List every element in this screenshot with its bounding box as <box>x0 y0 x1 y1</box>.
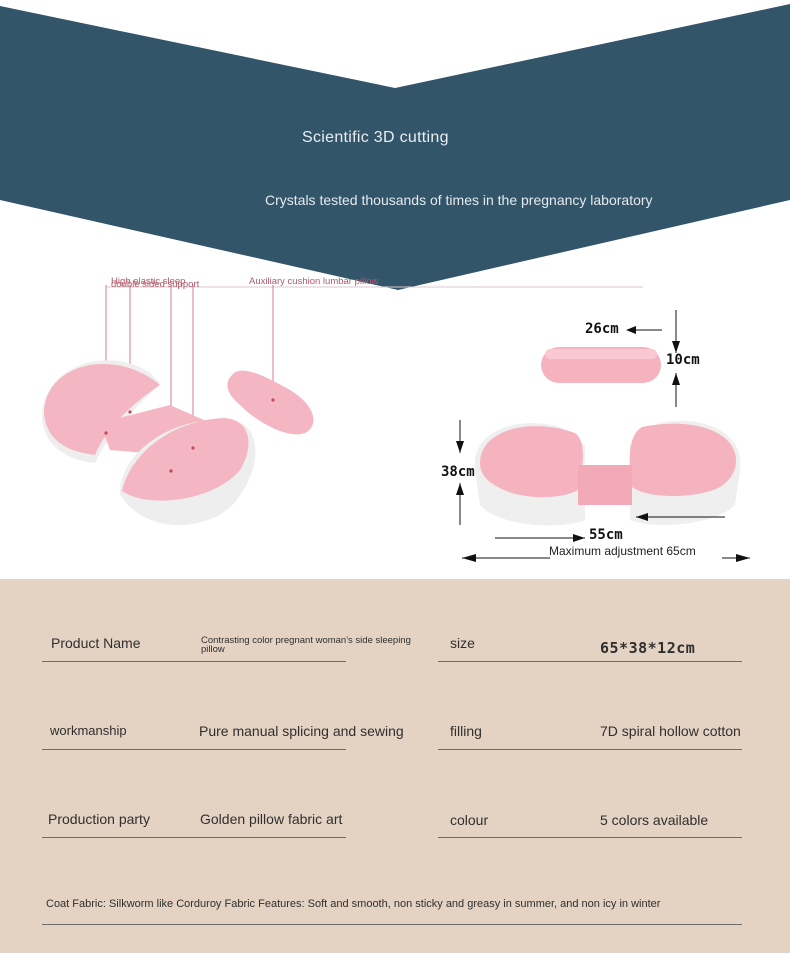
cushion-height-label: 10cm <box>666 352 700 368</box>
hero-subtitle: Crystals tested thousands of times in th… <box>265 192 653 208</box>
spec-table <box>0 579 790 953</box>
product-figure: High elastic sleep double sided support … <box>0 255 790 580</box>
spec-rule <box>438 661 742 662</box>
u-pillow-image <box>474 420 741 526</box>
spec-label-workmanship: workmanship <box>50 723 127 738</box>
hero-title: Scientific 3D cutting <box>302 129 449 146</box>
left-pillow-image <box>41 360 314 526</box>
pillow-height-label: 38cm <box>441 464 475 480</box>
spec-value-colour: 5 colors available <box>600 812 709 828</box>
callout-high-elastic-sleep: High elastic sleep <box>111 276 186 287</box>
cushion-length-label: 26cm <box>585 321 619 337</box>
spec-rule <box>42 749 346 750</box>
banner-top-notch <box>0 0 790 88</box>
spec-rule <box>438 837 742 838</box>
spec-label-colour: colour <box>450 812 489 828</box>
spec-label-size: size <box>450 635 475 651</box>
banner-shape <box>0 0 790 290</box>
spec-rule <box>42 837 346 838</box>
spec-rule <box>438 749 742 750</box>
spec-value-workmanship: Pure manual splicing and sewing <box>199 723 404 739</box>
note-rule <box>42 924 742 925</box>
max-adjustment-label: Maximum adjustment 65cm <box>549 544 696 558</box>
spec-label-filling: filling <box>450 723 482 739</box>
hero-banner: Scientific 3D cutting Crystals tested th… <box>0 0 790 290</box>
spec-value-product-name: Contrasting color pregnant woman's side … <box>201 635 411 655</box>
fabric-note: Coat Fabric: Silkworm like Corduroy Fabr… <box>46 898 661 910</box>
lumbar-cushion-image <box>541 347 661 383</box>
spec-rule <box>42 661 346 662</box>
callout-double-sided-support: double sided support <box>111 279 200 290</box>
spec-value-filling: 7D spiral hollow cotton <box>600 723 741 739</box>
banner-background <box>0 0 790 290</box>
spec-value-production-party: Golden pillow fabric art <box>200 811 343 827</box>
pillow-illustrations <box>41 285 750 562</box>
callout-auxiliary-cushion: Auxiliary cushion lumbar pillow <box>249 276 379 287</box>
spec-label-production-party: Production party <box>48 811 150 827</box>
spec-label-product-name: Product Name <box>51 635 141 651</box>
spec-value-size: 65*38*12cm <box>600 639 696 657</box>
pillow-width-label: 55cm <box>589 527 623 543</box>
